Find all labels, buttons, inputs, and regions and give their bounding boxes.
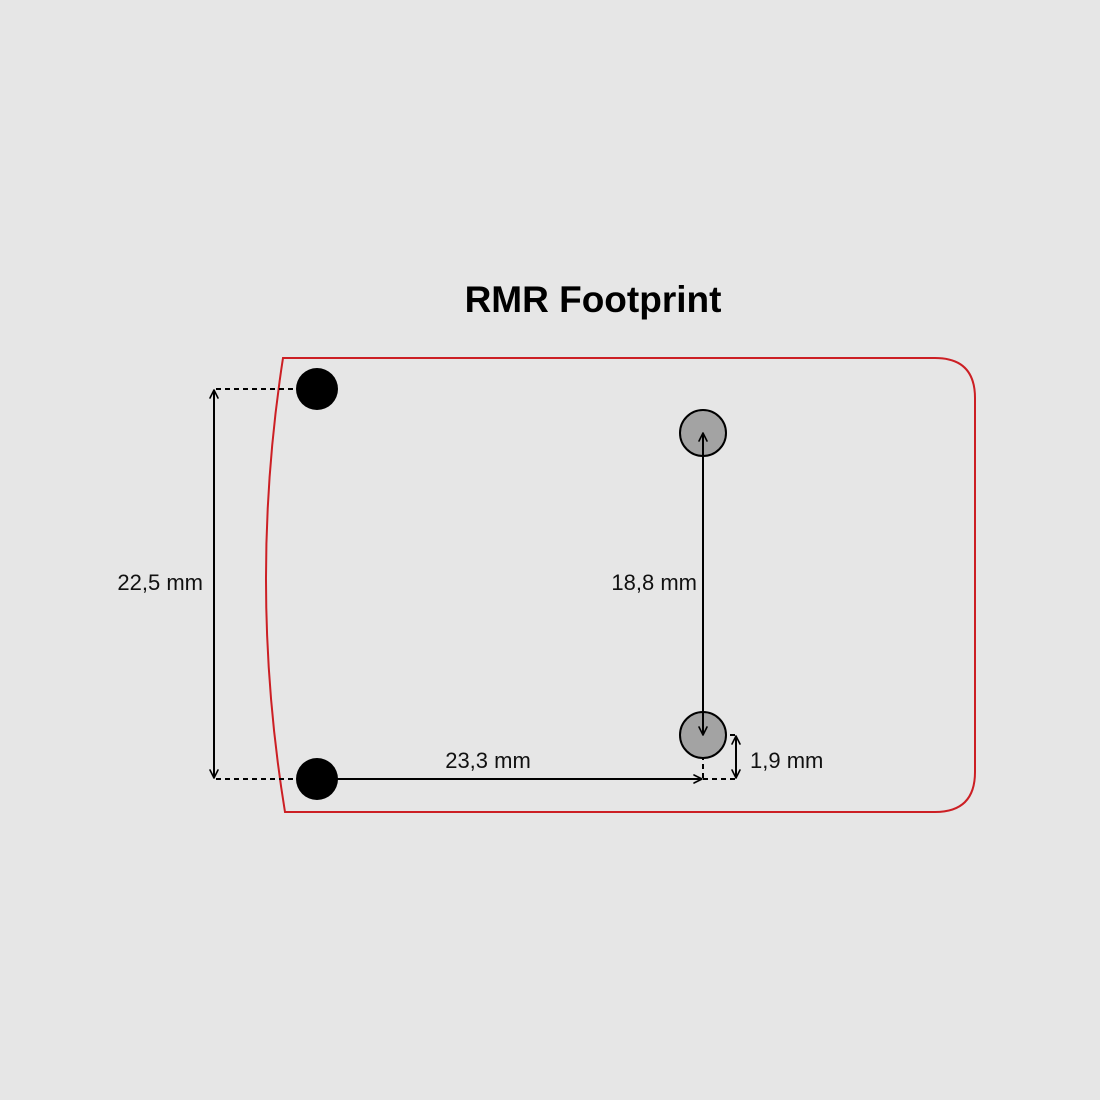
dimension-label-lateral-offset: 1,9 mm (750, 748, 823, 773)
arrow-up-icon (731, 735, 741, 745)
dimension-label-front-spacing: 22,5 mm (117, 570, 203, 595)
arrow-down-icon (209, 769, 219, 779)
front-mounting-hole-top (296, 368, 338, 410)
arrow-down-icon (698, 726, 708, 736)
dimension-label-longitudinal: 23,3 mm (445, 748, 531, 773)
arrow-up-icon (698, 432, 708, 442)
arrow-down-icon (731, 769, 741, 779)
arrow-up-icon (209, 389, 219, 399)
arrow-right-icon (693, 774, 703, 784)
diagram-title: RMR Footprint (465, 279, 722, 320)
footprint-outline (265, 357, 976, 813)
dimension-label-rear-spacing: 18,8 mm (611, 570, 697, 595)
